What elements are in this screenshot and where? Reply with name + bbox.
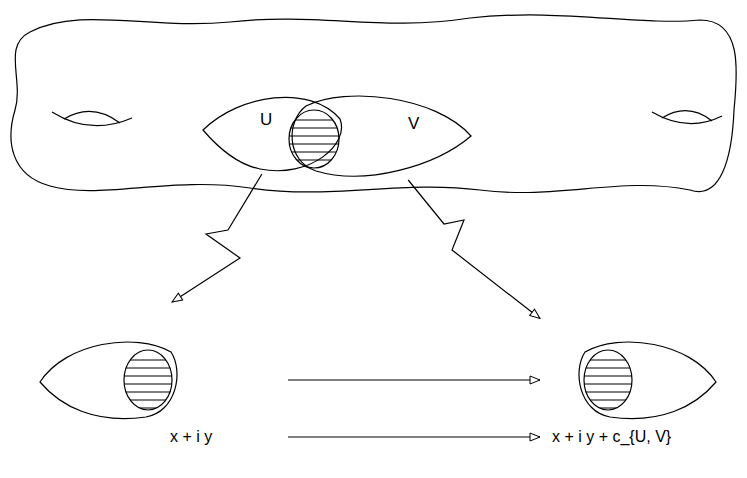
region-outline: [292, 96, 471, 176]
region-v: V: [286, 86, 474, 180]
chart-left: x + i y: [36, 302, 288, 452]
overlap-hatching: [285, 120, 345, 160]
zigzag-arrow: [172, 174, 262, 302]
coordinate-label: x + i y + c_{U, V}: [552, 428, 671, 446]
surface-hole: [64, 111, 120, 123]
region-u: U: [200, 84, 344, 174]
map-arrow: [288, 379, 540, 380]
chart-outline: [40, 342, 177, 419]
region-label: V: [408, 114, 419, 134]
zigzag-arrow: [408, 180, 540, 319]
region-outline: [203, 97, 342, 170]
map-arrow: [288, 436, 540, 437]
shape-outline: [36, 302, 288, 452]
surface-outline: [11, 15, 736, 193]
overlap-hatching: [122, 360, 174, 408]
coordinate-label: x + i y: [170, 428, 212, 446]
surface-hole: [52, 112, 132, 126]
overlap-region: [124, 350, 172, 410]
chart-outline: [579, 342, 716, 419]
shape-outline: [286, 86, 474, 180]
overlap-region: [584, 350, 632, 410]
chart-right: x + i y + c_{U, V}: [540, 302, 743, 452]
overlap-hatching: [582, 360, 634, 408]
surface-hole: [662, 111, 712, 121]
region-label: U: [260, 110, 272, 130]
